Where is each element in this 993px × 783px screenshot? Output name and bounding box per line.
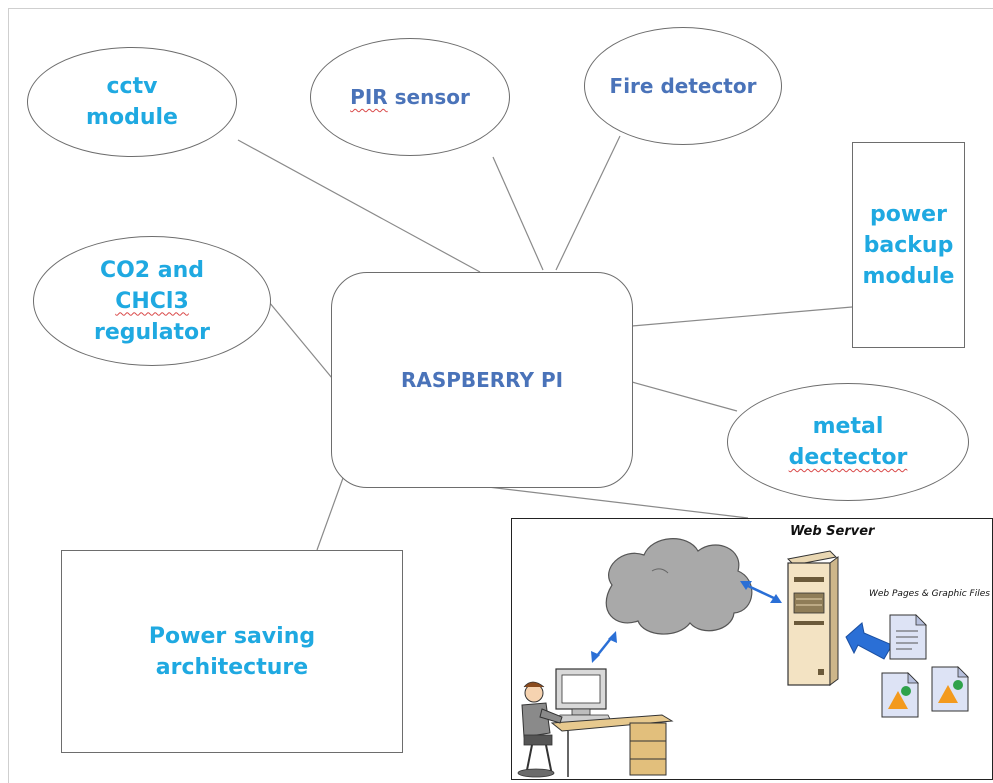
cctv-line-1: cctv — [106, 74, 158, 99]
cloud-icon — [605, 538, 753, 635]
power-saving-line-1: Power saving — [148, 623, 316, 649]
connector-pir — [492, 156, 544, 271]
metal-detector-node: metal dectector — [727, 383, 969, 501]
frame-border-top — [8, 8, 993, 9]
computer-monitor-icon — [555, 668, 613, 724]
image-file-icon — [931, 666, 969, 712]
cctv-module-node: cctv module — [27, 47, 237, 157]
co2-line-3: regulator — [93, 319, 211, 345]
connector-metal — [631, 381, 738, 412]
pir-text: PIR — [350, 85, 388, 109]
co2-line-1: CO2 and — [99, 257, 205, 283]
co2-regulator-node: CO2 and CHCl3 regulator — [33, 236, 271, 366]
fire-detector-label: Fire detector — [609, 74, 757, 98]
connector-co2 — [268, 301, 333, 379]
web-server-illustration — [517, 538, 969, 778]
power-backup-node: power backup module — [852, 142, 965, 348]
power-saving-node: Power saving architecture — [61, 550, 403, 753]
co2-line-2: CHCl3 — [115, 288, 189, 314]
big-arrow-icon — [845, 622, 893, 660]
image-file-icon — [881, 672, 919, 718]
connector-web-server — [487, 486, 749, 519]
raspberry-pi-label: RASPBERRY PI — [400, 368, 564, 392]
power-saving-line-2: architecture — [155, 654, 309, 680]
double-arrow-icon — [740, 581, 782, 603]
double-arrow-icon — [591, 631, 617, 663]
desk-icon — [550, 714, 674, 777]
web-files-label: Web Pages & Graphic Files — [869, 589, 990, 599]
fire-detector-node: Fire detector — [584, 27, 782, 145]
metal-line-2: dectector — [788, 445, 908, 470]
power-backup-line-1: power — [870, 201, 947, 227]
document-icon — [889, 614, 927, 660]
pir-sensor-node: PIR sensor — [310, 38, 510, 156]
frame-border-left — [8, 8, 9, 783]
connector-fire — [555, 135, 621, 271]
connector-cctv — [237, 139, 481, 273]
cctv-line-2: module — [86, 105, 178, 130]
server-tower-icon — [786, 550, 839, 686]
connector-power-saving — [316, 477, 344, 551]
connector-power-backup — [631, 306, 853, 327]
raspberry-pi-node: RASPBERRY PI — [331, 272, 633, 488]
power-backup-line-2: backup — [863, 232, 954, 258]
person-at-computer-icon — [517, 681, 563, 778]
web-server-title: Web Server — [790, 524, 875, 539]
metal-line-1: metal — [812, 414, 884, 439]
web-server-panel: Web Server Web Pages & Graphic Files — [511, 518, 993, 780]
power-backup-line-3: module — [862, 263, 955, 289]
pir-sensor-text: sensor — [387, 85, 470, 109]
